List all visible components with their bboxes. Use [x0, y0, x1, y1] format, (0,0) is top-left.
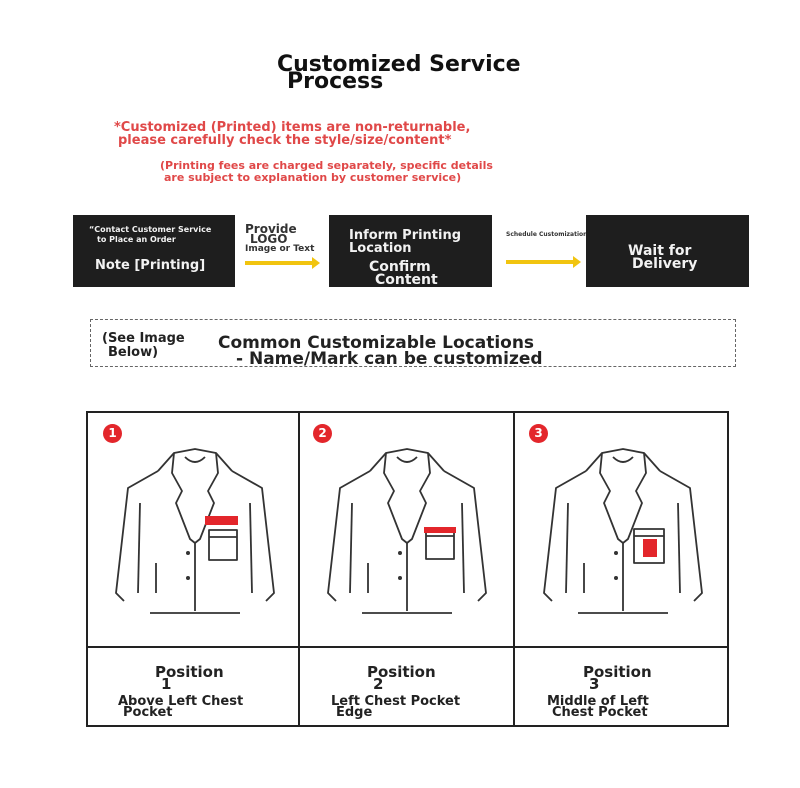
- print-area-marker: [643, 539, 657, 557]
- title-line-1: Customized Service: [277, 52, 521, 77]
- position-label-2: Position 2: [367, 663, 436, 693]
- position-desc-2: Left Chest Pocket Edge: [331, 694, 461, 720]
- jacket-icon: [327, 448, 487, 614]
- step1-small-text: “Contact Customer Service to Place an Or…: [89, 225, 212, 244]
- print-area-marker: [205, 516, 238, 525]
- step1-main-text: Note [Printing]: [95, 258, 206, 273]
- position-badge-2: 2: [313, 424, 332, 443]
- notice-line-1: *Customized (Printed) items are non-retu…: [114, 120, 471, 135]
- position-desc-3: Middle of Left Chest Pocket: [547, 694, 649, 720]
- step3-text: Wait for Delivery: [628, 243, 698, 272]
- provide-logo-label: Provide LOGO Image or Text: [245, 222, 315, 254]
- positions-grid: [86, 411, 729, 727]
- notice-fees: (Printing fees are charged separately, s…: [160, 160, 493, 184]
- step-delivery-box: Wait for Delivery: [586, 215, 749, 287]
- page-title: Customized Service Process: [277, 52, 521, 94]
- notice-returns: *Customized (Printed) items are non-retu…: [114, 121, 470, 147]
- jacket-icon: [115, 448, 275, 614]
- notice-line-2: please carefully check the style/size/co…: [118, 133, 452, 148]
- grid-divider: [298, 411, 300, 727]
- arrow-right-icon: [506, 256, 581, 268]
- locations-banner: [90, 319, 736, 367]
- position-label-1: Position 1: [155, 663, 224, 693]
- jacket-icon: [543, 448, 703, 614]
- position-badge-3: 3: [529, 424, 548, 443]
- grid-divider: [86, 646, 729, 648]
- position-label-3: Position 3: [583, 663, 652, 693]
- notice-line-3: (Printing fees are charged separately, s…: [160, 159, 493, 172]
- locations-heading: Common Customizable Locations - Name/Mar…: [218, 333, 543, 369]
- step-location-box: Inform Printing Location Confirm Content: [329, 215, 492, 287]
- arrow-right-icon: [245, 257, 320, 269]
- step2-confirm-text: Confirm Content: [369, 259, 438, 288]
- step2-inform-text: Inform Printing Location: [349, 228, 462, 256]
- see-image-note: (See Image Below): [102, 331, 185, 360]
- print-area-marker: [424, 527, 456, 533]
- title-line-2: Process: [287, 69, 384, 94]
- position-badge-1: 1: [103, 424, 122, 443]
- grid-divider: [513, 411, 515, 727]
- schedule-label: Schedule Customization: [506, 231, 588, 238]
- position-desc-1: Above Left Chest Pocket: [118, 694, 244, 720]
- step-contact-box: “Contact Customer Service to Place an Or…: [73, 215, 235, 287]
- notice-line-4: are subject to explanation by customer s…: [164, 171, 462, 184]
